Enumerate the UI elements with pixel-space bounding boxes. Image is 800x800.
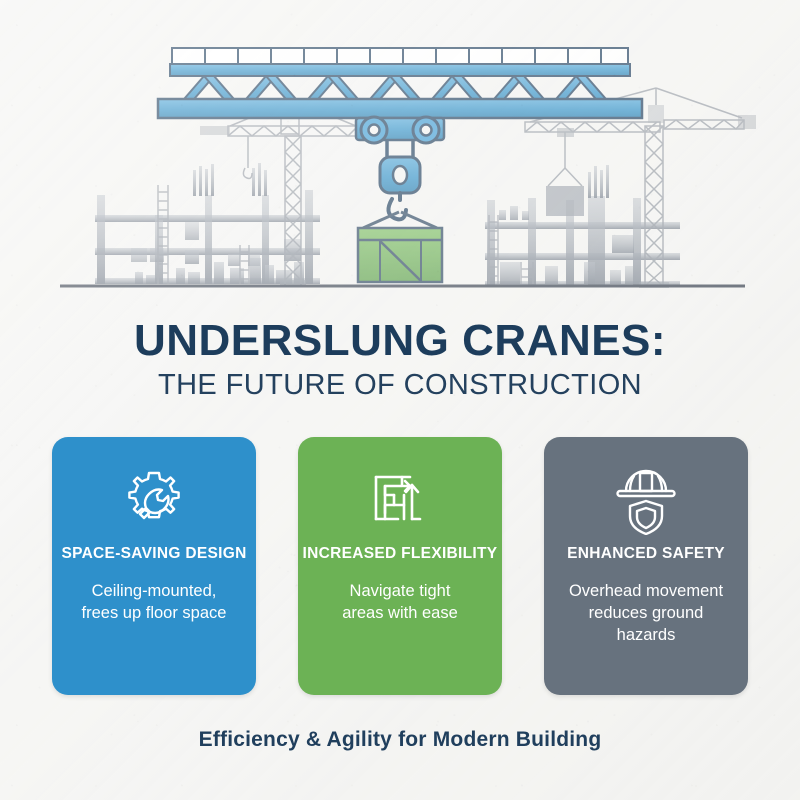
title-main: UNDERSLUNG CRANES: bbox=[133, 316, 667, 365]
card-body: Overhead movement reduces ground hazards bbox=[565, 581, 727, 646]
ladder-left bbox=[157, 185, 250, 284]
trolley-with-wheels bbox=[354, 115, 446, 145]
underslung-bridge-girder bbox=[156, 47, 644, 120]
card-increased-flexibility[interactable]: INCREASED FLEXIBILITY Navigate tight are… bbox=[298, 437, 502, 695]
green-crate-load bbox=[356, 210, 444, 284]
card-enhanced-safety[interactable]: ENHANCED SAFETY Overhead movement reduce… bbox=[544, 437, 748, 695]
crane-hook bbox=[386, 191, 408, 222]
tower-crane-left bbox=[200, 99, 359, 287]
maze-arrows-icon bbox=[368, 457, 432, 543]
card-title: INCREASED FLEXIBILITY bbox=[302, 545, 498, 562]
page-title: UNDERSLUNG CRANES: THE FUTURE OF CONSTRU… bbox=[0, 316, 800, 402]
hardhat-shield-icon bbox=[614, 457, 678, 543]
card-title: SPACE-SAVING DESIGN bbox=[61, 545, 247, 562]
card-body-line: reduces ground bbox=[588, 603, 704, 622]
card-body-line: frees up floor space bbox=[81, 603, 227, 622]
construction-building-right bbox=[485, 165, 680, 286]
title-subtitle: THE FUTURE OF CONSTRUCTION bbox=[157, 369, 643, 402]
hook-block bbox=[378, 141, 422, 222]
card-body-line: Overhead movement bbox=[568, 582, 724, 600]
card-body-line: Ceiling-mounted, bbox=[91, 582, 217, 600]
feature-cards: SPACE-SAVING DESIGN Ceiling-mounted, fre… bbox=[52, 437, 748, 695]
card-body: Ceiling-mounted, frees up floor space bbox=[78, 581, 231, 625]
card-body: Navigate tight areas with ease bbox=[338, 581, 462, 625]
card-title: ENHANCED SAFETY bbox=[567, 545, 725, 562]
footer-tagline: Efficiency & Agility for Modern Building bbox=[198, 728, 602, 751]
card-body-line: Navigate tight bbox=[349, 582, 451, 600]
card-body-line: areas with ease bbox=[342, 603, 458, 622]
card-space-saving-design[interactable]: SPACE-SAVING DESIGN Ceiling-mounted, fre… bbox=[52, 437, 256, 695]
hero-illustration bbox=[0, 0, 800, 300]
gear-wrench-icon bbox=[122, 457, 186, 543]
ladder-right bbox=[488, 215, 534, 284]
card-body-line: hazards bbox=[616, 625, 676, 644]
